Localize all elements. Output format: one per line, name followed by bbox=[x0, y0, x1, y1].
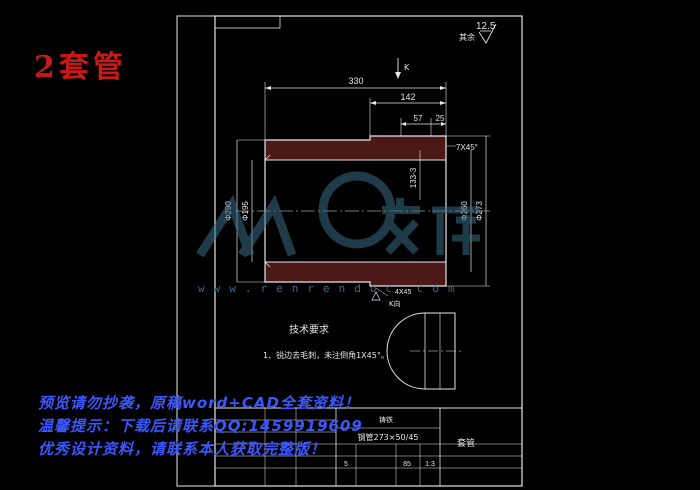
tb-part-name: 套管 bbox=[457, 437, 475, 449]
watermark-logo bbox=[196, 171, 480, 258]
promo-line-1: 预览请勿抄袭，原稿word+CAD全套资料！ bbox=[38, 394, 360, 412]
promo-line-3: 优秀设计资料，请联系本人获取完整版！ bbox=[38, 440, 327, 458]
tech-req-item: 1、锐边去毛刺，未注倒角1X45°。 bbox=[263, 350, 389, 360]
section-label-bottom: K向 bbox=[389, 299, 401, 308]
dimension-step-length: 142 bbox=[369, 92, 446, 136]
part-section-view bbox=[235, 135, 490, 287]
roughness-value: 12.5 bbox=[476, 21, 496, 32]
watermark-text: www.renrendoc.com bbox=[198, 282, 464, 295]
dim-57: 57 bbox=[414, 114, 423, 123]
tb-spec: 钢管273×50/45 bbox=[357, 432, 418, 442]
tb-material: 铸铁 bbox=[379, 415, 393, 424]
roughness-label: 其余 bbox=[459, 32, 475, 42]
dim-330: 330 bbox=[348, 76, 363, 86]
dim-142: 142 bbox=[400, 92, 415, 102]
dimension-small-segments: 57 25 bbox=[400, 114, 446, 136]
chamfer-bottom-callout: 4X45 bbox=[371, 287, 411, 301]
tb-quantity: 85 bbox=[403, 461, 411, 468]
chamfer-right: 7X45° bbox=[456, 143, 478, 152]
tech-req-title: 技术要求 bbox=[289, 323, 329, 336]
dia-left-inner: Φ195 bbox=[241, 201, 250, 221]
red-title: 2套管 bbox=[34, 50, 127, 85]
tb-sheet: 5 bbox=[344, 461, 348, 468]
roughness-symbol: 12.5 其余 bbox=[459, 21, 497, 44]
dim-25: 25 bbox=[436, 114, 445, 123]
section-label-top: K bbox=[404, 63, 410, 72]
tb-scale: 1:3 bbox=[425, 461, 435, 468]
title-block: 铸铁 钢管273×50/45 套管 85 1:3 5 bbox=[214, 407, 523, 487]
dim-inner-length: 133-3 bbox=[409, 167, 418, 188]
k-view-shape bbox=[386, 312, 462, 390]
corner-box bbox=[214, 15, 281, 29]
promo-line-2: 温馨提示：下载后请联系QQ:1459919609 bbox=[38, 417, 363, 435]
chamfer-bottom: 4X45 bbox=[395, 289, 411, 296]
view-arrow-k: K bbox=[395, 58, 410, 79]
